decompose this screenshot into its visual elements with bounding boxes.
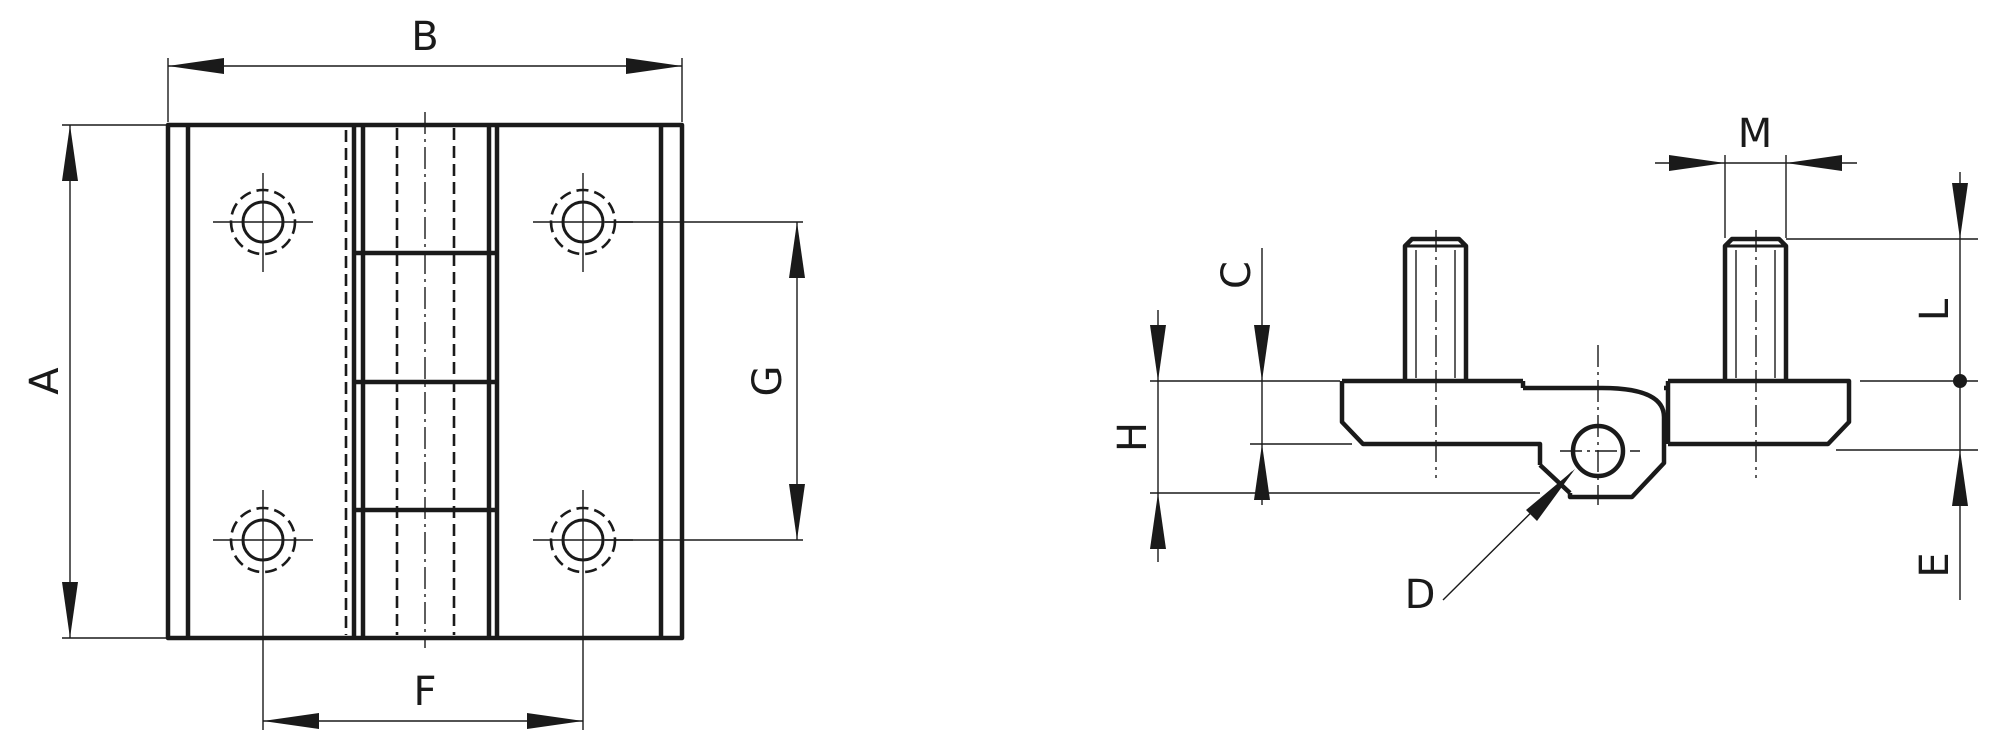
label-g: G <box>745 366 791 397</box>
label-l: L <box>1912 298 1958 321</box>
right-leaf-profile <box>1668 378 1852 447</box>
dimension-m: M <box>1655 111 1857 238</box>
screw-hole-top-left <box>213 173 313 272</box>
dimension-b: B <box>167 14 683 122</box>
label-h: H <box>1110 422 1156 452</box>
label-c: C <box>1214 261 1260 289</box>
label-e: E <box>1912 552 1958 577</box>
knuckle-profile <box>1567 385 1667 500</box>
dimension-g: G <box>605 221 805 541</box>
left-leaf-profile <box>1339 381 1543 465</box>
dimension-a: A <box>22 124 166 639</box>
label-b: B <box>411 14 438 60</box>
left-stud <box>1402 230 1469 478</box>
label-m: M <box>1738 111 1773 157</box>
leader-d: D <box>1405 469 1575 618</box>
label-a: A <box>22 367 68 395</box>
dimension-f: F <box>262 590 584 730</box>
hinge-front-view <box>165 112 685 648</box>
screw-hole-bottom-left <box>213 490 313 590</box>
dimension-h: H <box>1110 310 1540 562</box>
dimension-c: C <box>1150 248 1352 505</box>
label-f: F <box>413 669 436 715</box>
right-stud <box>1722 230 1789 478</box>
dimension-e: E <box>1836 381 1978 600</box>
dimension-l: L <box>1786 172 1978 388</box>
label-d: D <box>1405 572 1436 618</box>
hinge-side-view <box>1339 230 1852 505</box>
